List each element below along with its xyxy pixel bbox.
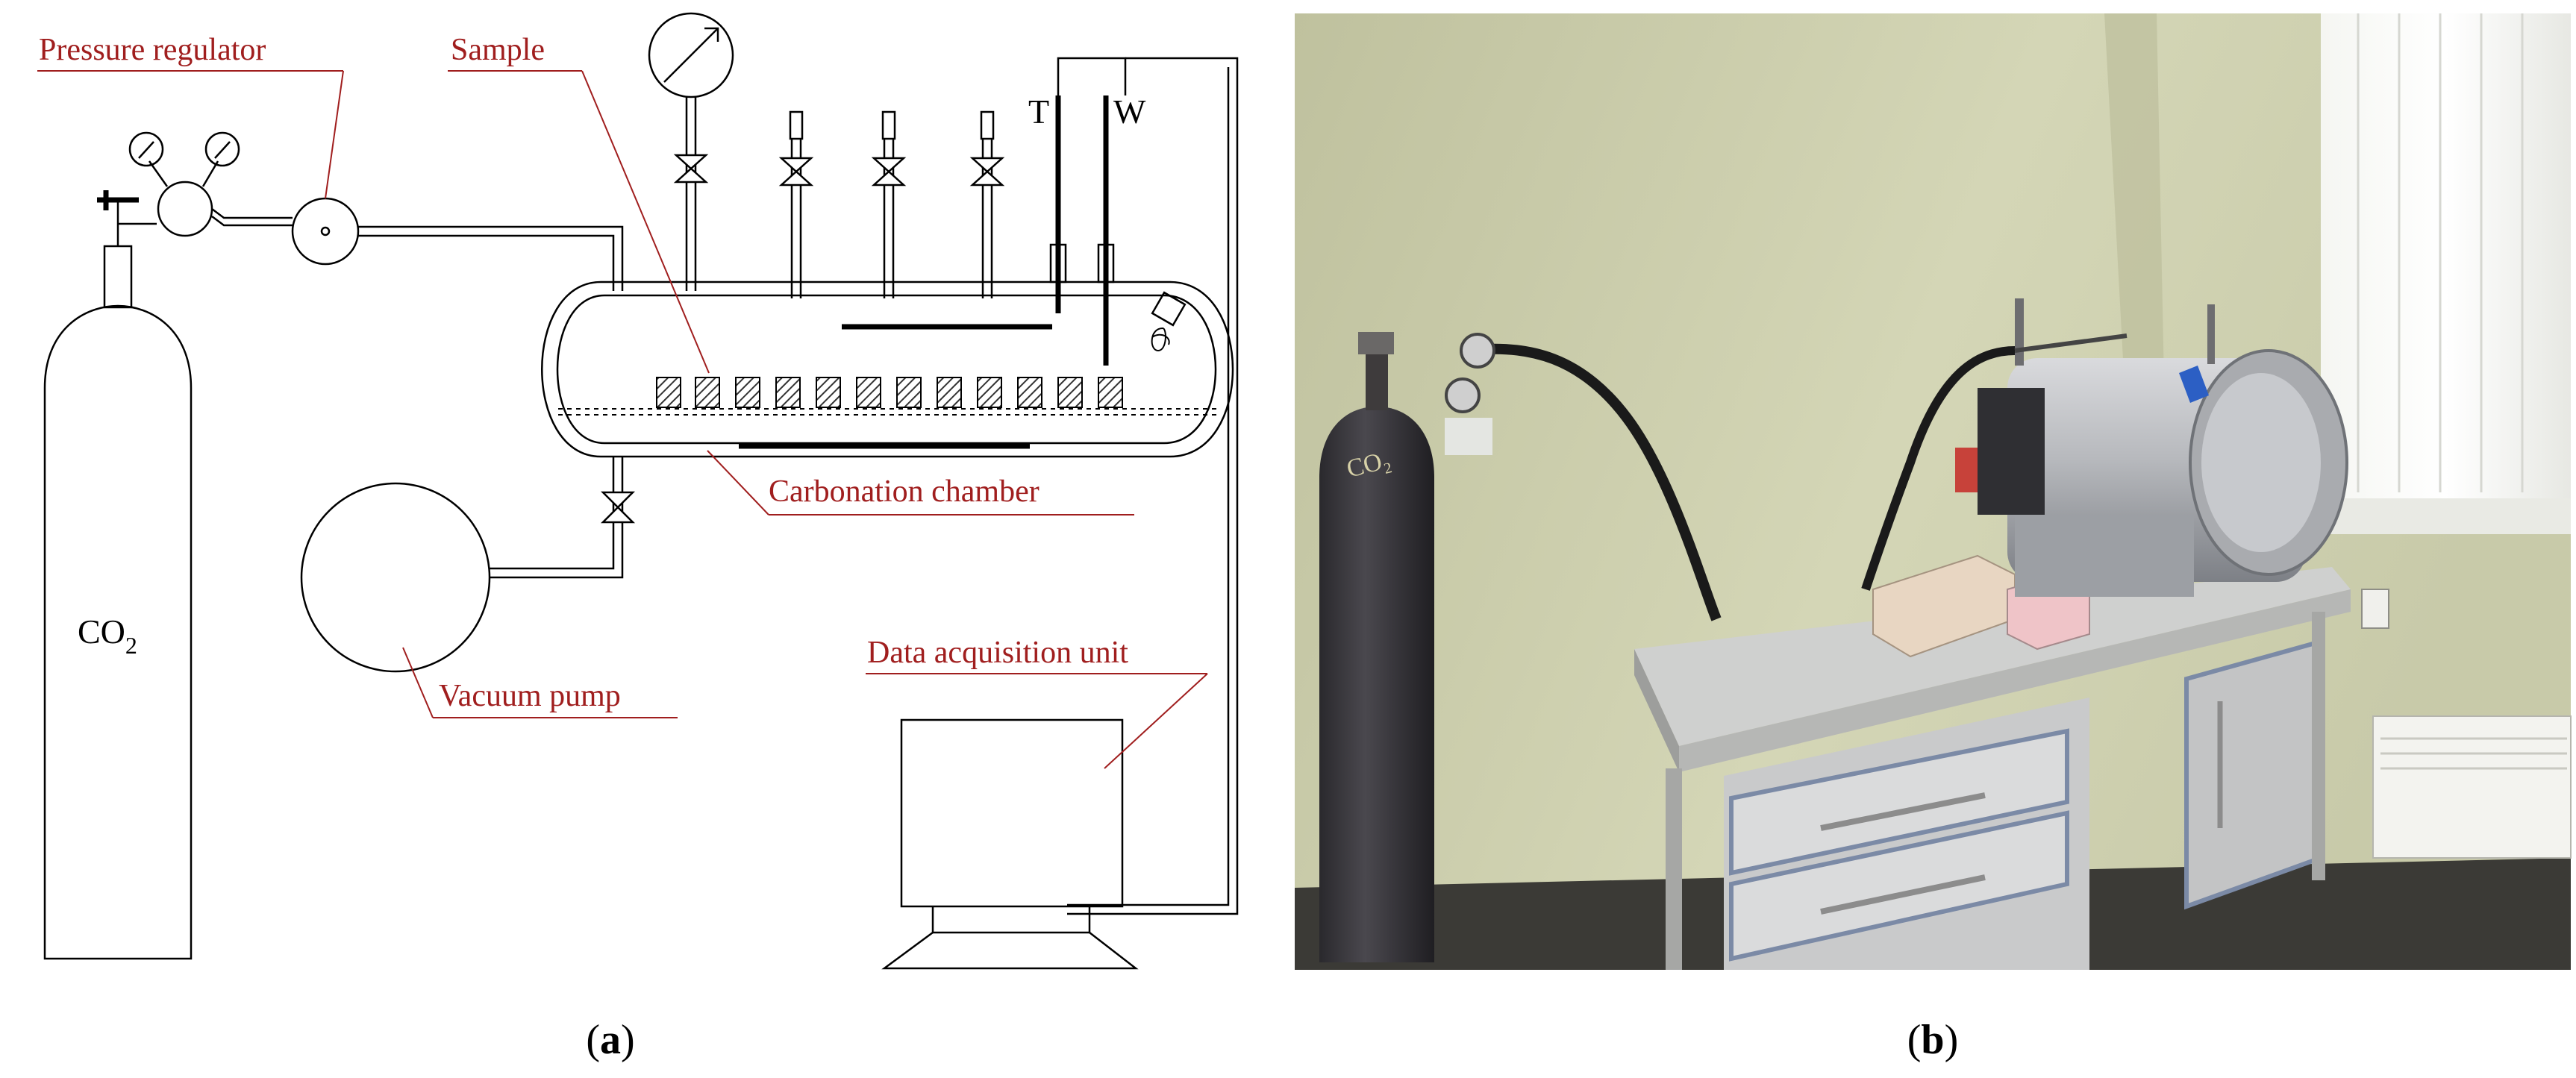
annotation-leaders xyxy=(37,70,1208,769)
caption-a-open: ( xyxy=(586,1017,600,1063)
sample-block xyxy=(735,377,760,408)
chamber-valves xyxy=(778,110,1005,298)
sample-block xyxy=(775,377,801,408)
chamber-pressure-gauge xyxy=(648,12,734,291)
svg-text:CO2: CO2 xyxy=(78,612,137,659)
vacuum-pump xyxy=(300,457,636,673)
sensor-probes xyxy=(1049,57,1239,915)
caption-a-letter: a xyxy=(600,1017,621,1063)
sample-block xyxy=(656,377,681,408)
sample-block xyxy=(856,377,881,408)
lab-bench xyxy=(1634,567,2351,970)
photo-carbonation-chamber xyxy=(1955,298,2348,597)
co2-cylinder xyxy=(43,190,193,960)
label-humidity-sensor: W xyxy=(1113,93,1146,131)
sample-block xyxy=(695,377,720,408)
svg-text:(a): (a) xyxy=(586,1017,634,1063)
window-blinds xyxy=(2291,13,2571,534)
label-vacuum-pump: Vacuum pump xyxy=(439,679,621,713)
carbonation-chamber xyxy=(541,281,1234,458)
panel-b-photo: CO₂ xyxy=(1295,13,2572,970)
svg-text:(b): (b) xyxy=(1907,1017,1958,1063)
label-data-acquisition-unit: Data acquisition unit xyxy=(867,636,1128,670)
sample-block xyxy=(816,377,841,408)
sample-block xyxy=(1098,377,1123,408)
label-carbonation-chamber: Carbonation chamber xyxy=(769,474,1040,509)
cylinder-regulator-gauges xyxy=(118,131,240,237)
label-co2: CO xyxy=(78,612,125,651)
pressure-regulator xyxy=(291,197,360,266)
captions: (a) (b) xyxy=(586,1017,1958,1063)
photo-co2-cylinder: CO₂ xyxy=(1319,332,1495,962)
sample-block xyxy=(937,377,962,408)
label-co2-subscript: 2 xyxy=(125,632,137,659)
label-sample: Sample xyxy=(451,33,545,67)
sample-block xyxy=(1057,377,1083,408)
label-pressure-regulator: Pressure regulator xyxy=(39,33,266,67)
caption-a-close: ) xyxy=(621,1017,635,1063)
sample-block xyxy=(1017,377,1042,408)
caption-b-close: ) xyxy=(1945,1017,1959,1063)
panel-a-labels: Pressure regulator Sample Carbonation ch… xyxy=(39,33,1128,713)
data-acquisition-unit xyxy=(881,718,1139,970)
sample-block xyxy=(977,377,1002,408)
panel-a-schematic xyxy=(37,12,1239,970)
caption-b-letter: b xyxy=(1921,1017,1944,1063)
caption-b-open: ( xyxy=(1907,1017,1922,1063)
sample-block xyxy=(896,377,922,408)
panel-a-black-labels: CO2 T W xyxy=(78,93,1146,659)
samples xyxy=(656,377,1123,408)
label-thermocouple: T xyxy=(1028,93,1049,131)
radiator xyxy=(2372,715,2572,859)
